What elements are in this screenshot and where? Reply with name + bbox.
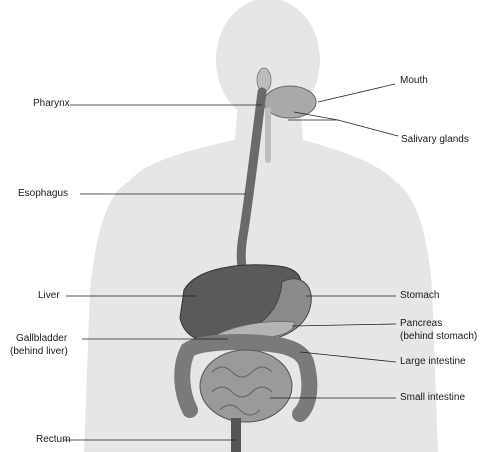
label-salivary-glands: Salivary glands	[401, 134, 469, 146]
label-esophagus: Esophagus	[18, 188, 68, 200]
label-pancreas-note: (behind stomach)	[400, 331, 477, 343]
label-rectum: Rectum	[36, 434, 70, 446]
label-pancreas: Pancreas	[400, 318, 442, 330]
label-pharynx: Pharynx	[33, 98, 70, 110]
label-mouth: Mouth	[400, 75, 428, 87]
label-gallbladder: Gallbladder	[16, 333, 67, 345]
label-stomach: Stomach	[400, 290, 439, 302]
small-intestine-shape	[200, 350, 292, 422]
label-liver: Liver	[38, 290, 60, 302]
leader-salivary	[294, 112, 398, 136]
label-gallbladder-note: (behind liver)	[10, 346, 68, 358]
label-small-intestine: Small intestine	[400, 392, 465, 404]
salivary-gland-shape	[264, 86, 316, 118]
label-large-intestine: Large intestine	[400, 356, 466, 368]
leader-mouth	[318, 84, 395, 102]
